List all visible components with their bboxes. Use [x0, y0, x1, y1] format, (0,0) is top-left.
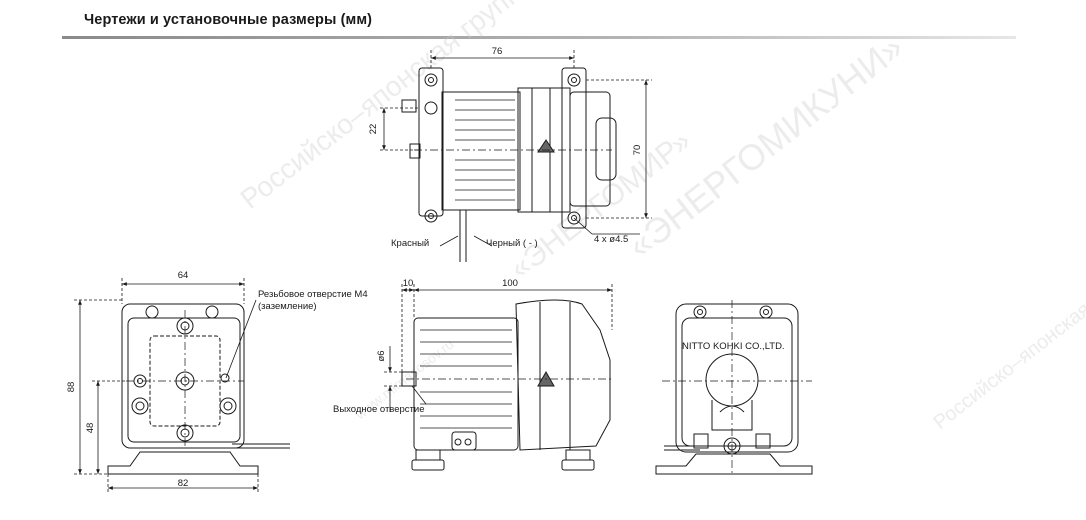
label-thread-hole-note: (заземление) [258, 301, 317, 312]
dim-outlet-diameter: ø6 [376, 350, 387, 361]
dim-front-width: 64 [178, 270, 189, 281]
dim-top-height: 70 [632, 145, 643, 156]
dim-top-hole-spacing: 22 [368, 124, 379, 135]
watermark-text: Российско–японская группа [235, 0, 540, 215]
top-view [401, 67, 617, 262]
watermark-text: Российско–японская группа [930, 257, 1086, 434]
label-wire-black: Черный ( - ) [486, 238, 538, 249]
label-wire-red: Красный [391, 238, 429, 249]
label-thread-hole: Резьбовое отверстие М4 [258, 289, 368, 300]
title-rule [62, 36, 1016, 39]
dim-front-outlet-height: 48 [85, 423, 96, 434]
rear-nameplate: NITTO KOHKI CO.,LTD. [682, 341, 785, 352]
top-view-dimensions [380, 50, 652, 247]
dim-side-length: 100 [502, 278, 518, 289]
label-outlet: Выходное отверстие [333, 404, 425, 415]
watermark: Российско–японская группа «ЭНЕРГОМИР» ww… [235, 0, 1086, 434]
dim-front-base-width: 82 [178, 478, 189, 489]
dim-side-offset: 10 [403, 278, 414, 289]
dim-top-width: 76 [492, 46, 503, 57]
rear-view [655, 300, 813, 476]
side-view [401, 299, 612, 471]
front-view-dimensions [74, 278, 259, 492]
page-title: Чертежи и установочные размеры (мм) [84, 12, 373, 28]
label-holes: 4 x ø4.5 [594, 234, 628, 245]
dim-front-height: 88 [66, 382, 77, 393]
front-view [107, 303, 290, 475]
side-view-dimensions [384, 284, 613, 412]
